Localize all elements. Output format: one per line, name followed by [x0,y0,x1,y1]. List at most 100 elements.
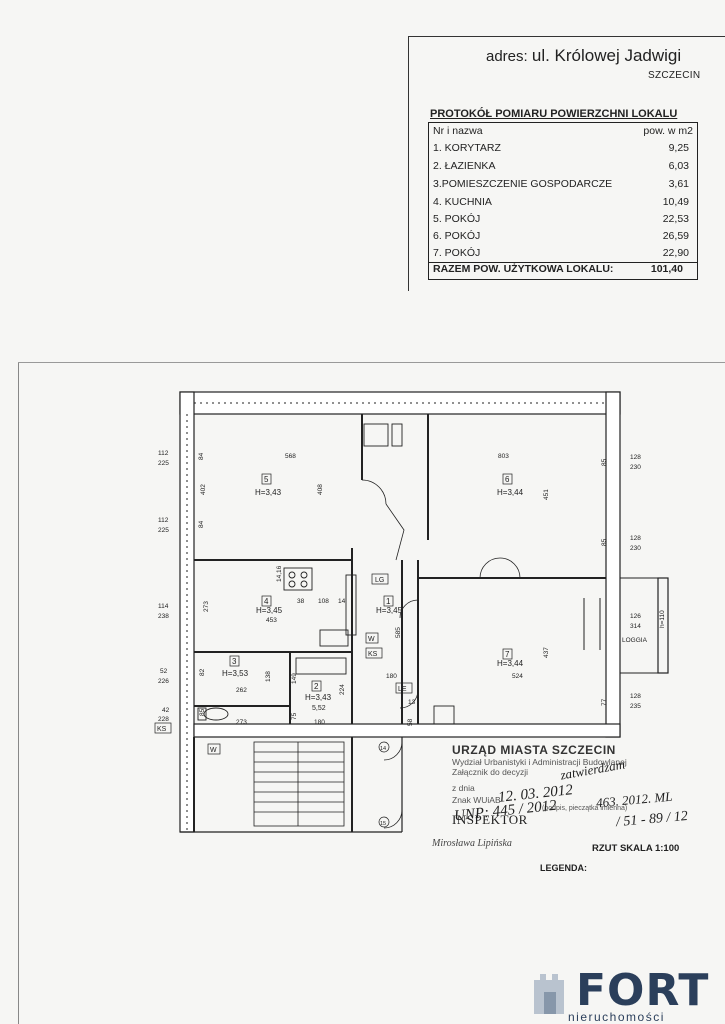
col-name: Nr i nazwa [433,125,483,137]
svg-text:84: 84 [198,520,205,528]
svg-text:524: 524 [512,673,523,680]
svg-text:KS: KS [368,651,378,658]
room-6-h: H=3,44 [497,488,524,497]
table-header: Nr i nazwa pow. w m2 [433,125,693,141]
svg-text:112: 112 [158,450,169,457]
scale-label: RZUT SKALA 1:100 [592,843,680,854]
stamp-mark: Znak WUiAB [452,795,501,805]
sheet-border-top [408,36,725,37]
logo-subtitle: nieruchomości [568,1010,665,1024]
svg-text:180: 180 [314,719,325,726]
address-line: adres: ul. Królowej Jadwigi [486,46,681,66]
room-1-h: H=3,45 [376,606,403,615]
svg-text:14,16: 14,16 [276,565,283,582]
svg-text:238: 238 [158,613,169,620]
inner-walls [193,414,606,832]
stamp-attach: Załącznik do decyzji [452,767,529,777]
room-6-no: 6 [505,475,510,484]
room-3-no: 3 [232,657,237,666]
svg-text:273: 273 [203,601,210,612]
room-2-h: H=3,43 [305,693,332,702]
svg-text:52: 52 [160,668,168,675]
floor-plan: 5 H=3,43 6 H=3,44 4 H=3,45 1 H=3,45 7 H=… [154,391,669,833]
stamp-office: URZĄD MIASTA SZCZECIN [452,743,616,757]
room-3-h: H=3,53 [222,669,249,678]
svg-text:14: 14 [380,746,386,752]
logo-word: FORT [576,965,710,1016]
col-area: pow. w m2 [643,125,693,137]
svg-text:128: 128 [630,535,641,542]
fort-castle-icon [534,974,564,1014]
svg-text:126: 126 [630,613,641,620]
room-4-h: H=3,45 [256,606,283,615]
svg-text:225: 225 [158,460,169,467]
svg-text:42: 42 [162,707,170,714]
svg-text:114: 114 [158,603,169,610]
dimension-labels: 568 803 402 408 451 453 273 108 38 14 58… [158,450,666,726]
svg-text:h=110: h=110 [659,610,666,628]
room-5-no: 5 [264,475,269,484]
svg-text:112: 112 [158,517,169,524]
stamp-dept: Wydział Urbanistyki i Administracji Budo… [452,757,627,767]
approval-stamp: URZĄD MIASTA SZCZECIN Wydział Urbanistyk… [452,743,627,812]
svg-text:75: 75 [291,712,298,720]
table-total-row: RAZEM POW. UŻYTKOWA LOKALU: 101,40 [429,262,697,279]
svg-text:180: 180 [386,673,397,680]
svg-text:235: 235 [630,703,641,710]
plan-sheet-border-top [18,362,725,363]
address-label: adres: [486,48,528,65]
room-2-no: 2 [314,682,319,691]
svg-text:5,52: 5,52 [312,705,326,712]
room-4-no: 4 [264,597,269,606]
fixtures [197,423,455,725]
svg-text:W: W [210,747,217,754]
equipment-labels: LG W KS LE KS W LOGGIA 14 15 [154,573,648,828]
room-7-no: 7 [505,650,510,659]
svg-text:15: 15 [380,821,386,827]
svg-text:314: 314 [630,623,641,630]
inspector-title: INSPEKTOR [452,812,528,827]
svg-text:LE: LE [398,686,407,693]
svg-text:585: 585 [395,627,402,638]
protocol-title: PROTOKÓŁ POMIARU POWIERZCHNI LOKALU [430,108,678,120]
door-swings [361,479,521,829]
svg-text:453: 453 [266,617,277,624]
svg-text:408: 408 [317,484,324,495]
svg-text:W: W [368,636,375,643]
svg-text:85: 85 [199,708,206,716]
legend-label: LEGENDA: [540,863,587,873]
room-5-h: H=3,43 [255,488,282,497]
svg-text:262: 262 [236,687,247,694]
svg-text:451: 451 [543,489,550,500]
svg-text:84: 84 [198,452,205,460]
outer-walls [179,391,621,833]
svg-text:LG: LG [375,577,384,584]
sheet-border-left [408,36,409,291]
room-labels: 5 H=3,43 6 H=3,44 4 H=3,45 1 H=3,45 7 H=… [222,473,524,702]
svg-text:LOGGIA: LOGGIA [622,637,648,644]
svg-text:230: 230 [630,545,641,552]
stamp-date: z dnia [452,783,475,793]
svg-text:226: 226 [158,678,169,685]
svg-text:402: 402 [200,484,207,495]
svg-text:803: 803 [498,453,509,460]
svg-text:568: 568 [285,453,296,460]
svg-text:82: 82 [199,668,206,676]
svg-text:228: 228 [158,716,169,723]
svg-text:85: 85 [601,538,608,546]
svg-text:13: 13 [408,699,416,706]
svg-text:149: 149 [291,673,298,684]
svg-text:58: 58 [407,718,414,726]
svg-text:138: 138 [265,671,272,682]
room-7-h: H=3,44 [497,659,524,668]
plan-sheet-border-left [18,362,19,1024]
svg-text:38: 38 [297,598,305,605]
